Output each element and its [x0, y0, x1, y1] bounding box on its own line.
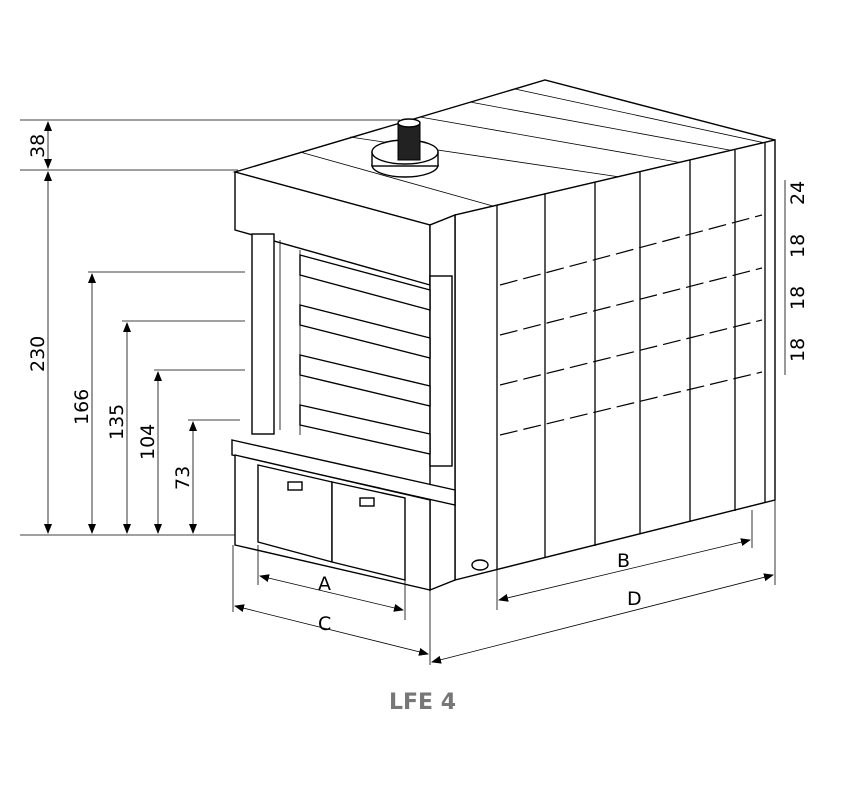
height-dimension-arrows [44, 121, 197, 534]
model-caption: LFE 4 [388, 690, 457, 715]
dim-166: 166 [71, 389, 93, 425]
dim-right-18-c: 18 [787, 338, 809, 362]
width-dimensions [232, 500, 776, 665]
oven-body [231, 79, 776, 592]
right-height-labels: 24 18 18 18 [784, 180, 809, 375]
deck-doors [279, 240, 431, 455]
dim-230: 230 [27, 336, 49, 372]
height-extension-lines [20, 119, 400, 536]
dim-right-24: 24 [787, 181, 809, 205]
deck-dashed-lines [499, 214, 763, 436]
dim-104: 104 [137, 424, 159, 460]
dim-right-18-a: 18 [787, 234, 809, 258]
dim-38: 38 [27, 134, 49, 158]
dim-73: 73 [172, 466, 194, 490]
dim-a: A [318, 573, 331, 595]
dim-d: D [627, 588, 642, 610]
dim-c: C [318, 613, 331, 635]
dim-b: B [617, 550, 630, 572]
dim-135: 135 [106, 404, 128, 440]
dim-right-18-b: 18 [787, 286, 809, 310]
